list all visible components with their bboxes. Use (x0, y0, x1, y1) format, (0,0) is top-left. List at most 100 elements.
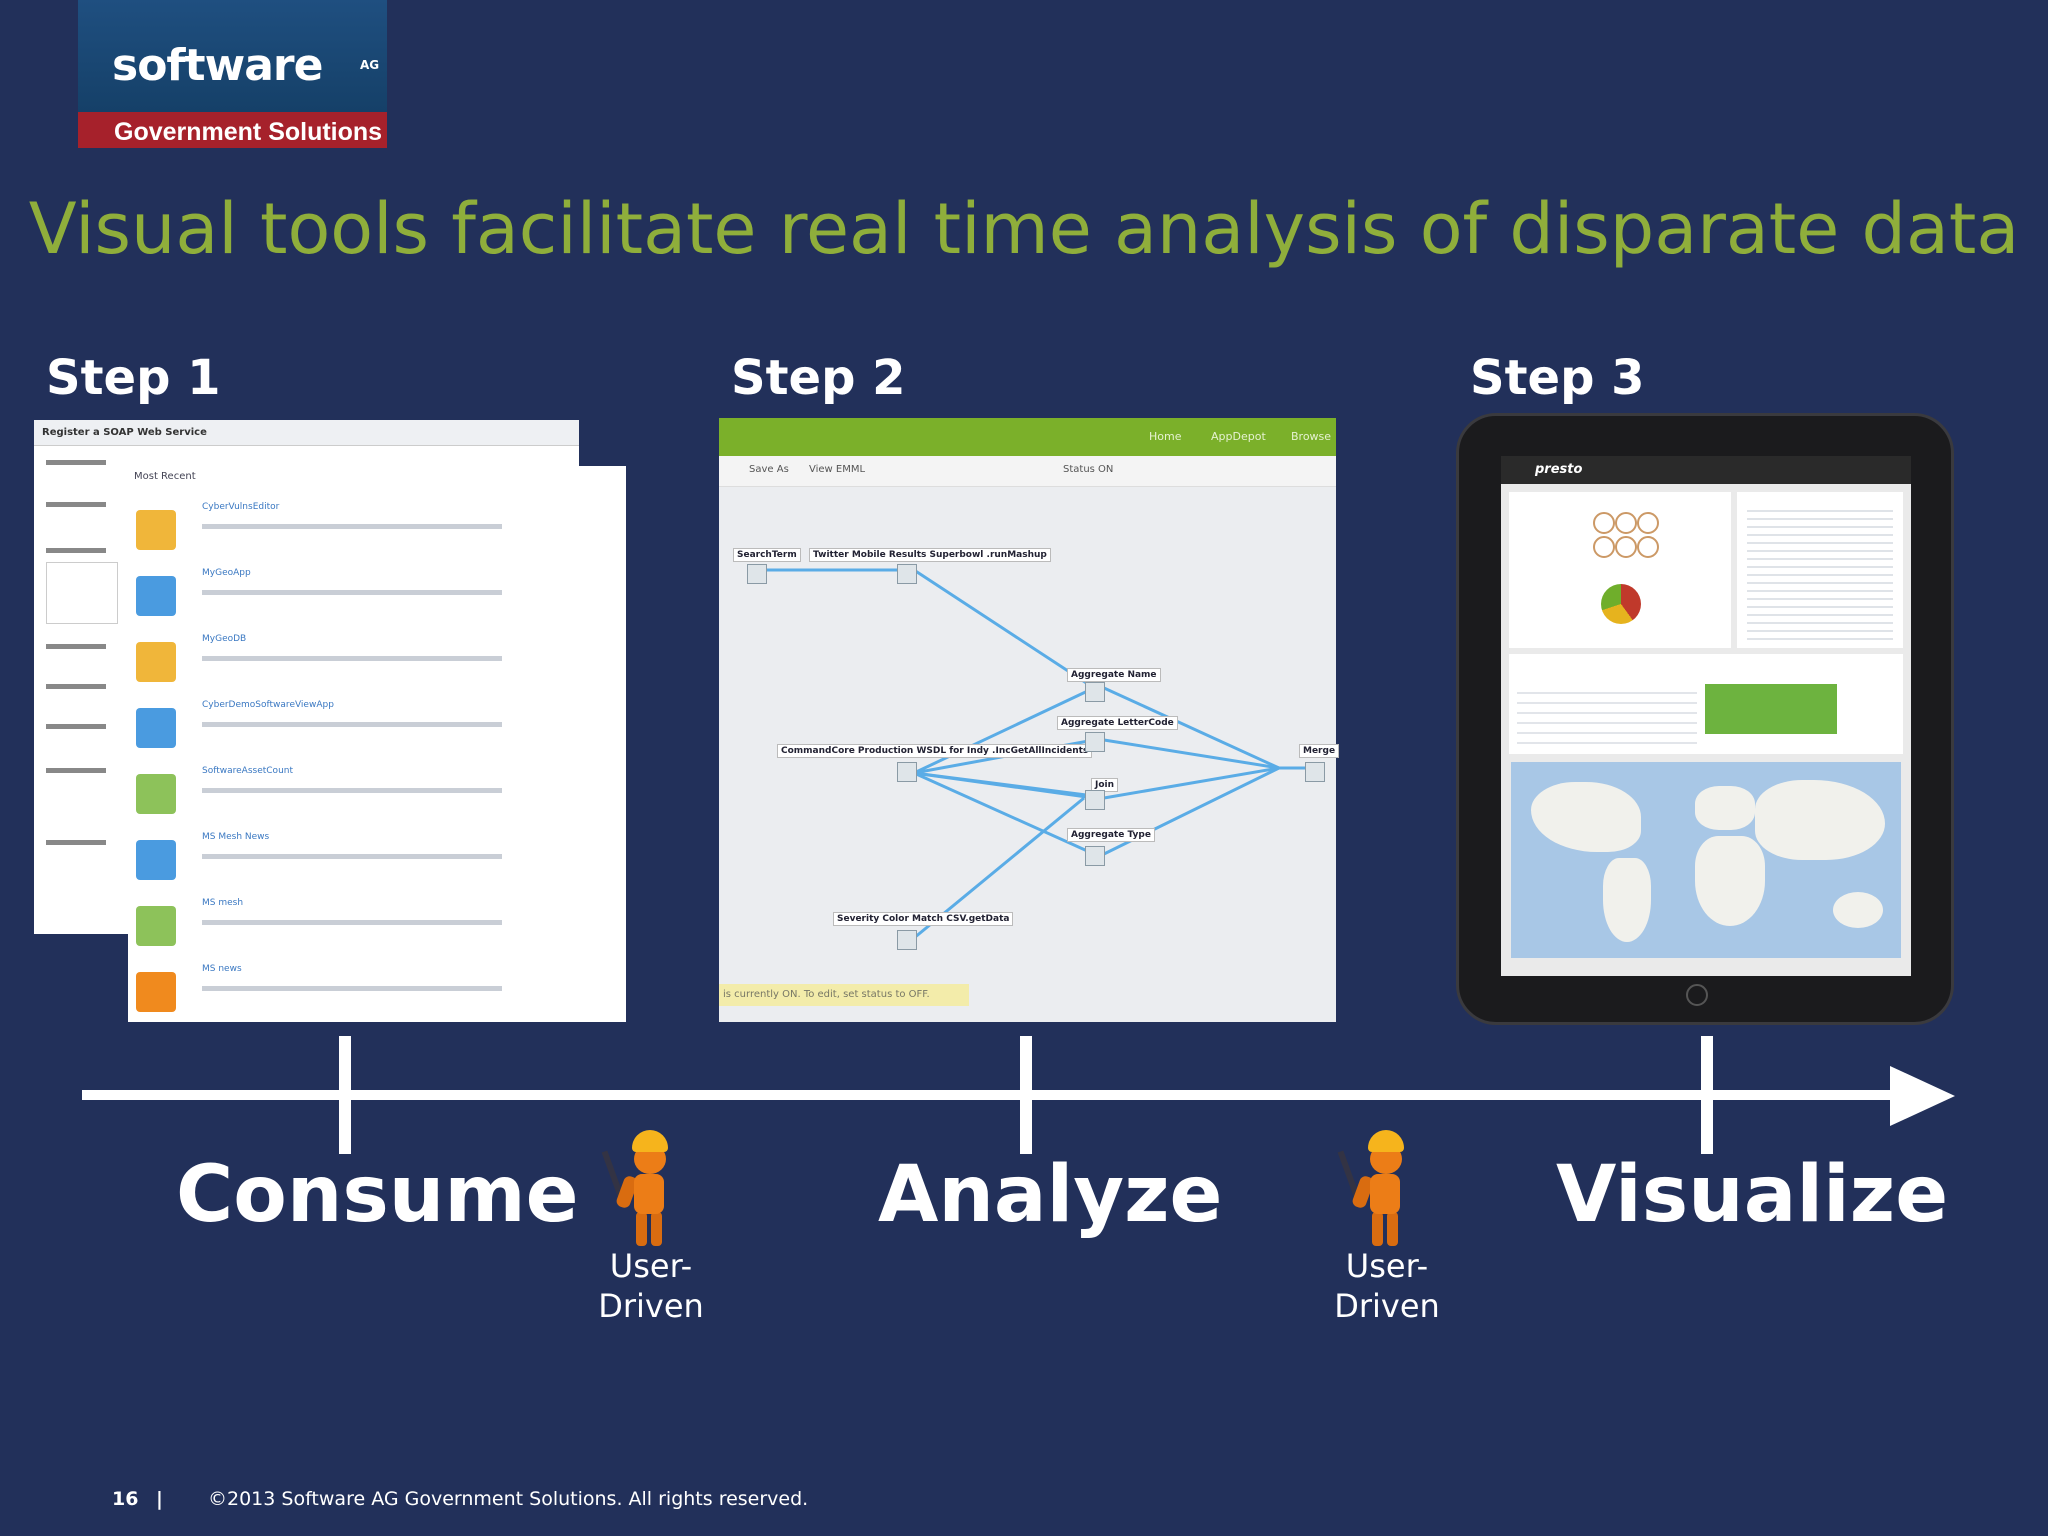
form-field-security (46, 768, 106, 773)
node-icon (1085, 790, 1105, 810)
form-field-tags (46, 724, 106, 729)
gauge-icon (1593, 512, 1615, 534)
list-item-name: CyberDemoSoftwareViewApp (202, 700, 334, 710)
world-map (1511, 762, 1901, 958)
description-textarea (46, 562, 118, 624)
presto-logo: presto (1535, 462, 1583, 477)
logo-top-band (78, 0, 387, 112)
timeline-tick-analyze (1020, 1036, 1032, 1154)
app-icon (136, 708, 176, 748)
timeline-tick-consume (339, 1036, 351, 1154)
node-aggregate-lettercode: Aggregate LetterCode (1057, 716, 1178, 730)
list-item: CyberDemoSoftwareViewApp (132, 700, 612, 748)
status-table-panel (1509, 654, 1903, 754)
node-icon (747, 564, 767, 584)
node-commandcore-wsdl: CommandCore Production WSDL for Indy .In… (777, 744, 1093, 758)
footer-separator: | (156, 1488, 163, 1510)
copyright-text: ©2013 Software AG Government Solutions. … (208, 1488, 809, 1510)
map-europe (1695, 786, 1755, 830)
mashup-icon (136, 774, 176, 814)
editor-toolbar: Save As View EMML Status ON (719, 456, 1336, 487)
green-status-cells (1705, 684, 1837, 734)
step-2-label: Step 2 (731, 350, 906, 406)
slide-title: Visual tools facilitate real time analys… (28, 188, 2020, 270)
step-2-mashup-editor-screenshot: Home AppDepot Browse Save As View EMML S… (719, 418, 1340, 1022)
node-icon (1085, 732, 1105, 752)
node-icon (897, 564, 917, 584)
node-severity-csv: Severity Color Match CSV.getData (833, 912, 1014, 926)
form-field-service (46, 502, 106, 507)
map-south-america (1603, 858, 1651, 942)
form-field-name (46, 460, 106, 465)
list-item-name: CyberVulnsEditor (202, 502, 280, 512)
artifact-sort-option: Most Recent (134, 471, 196, 482)
list-item-meta (202, 524, 502, 529)
list-item: MyGeoApp (132, 568, 612, 616)
gauges-panel (1509, 492, 1731, 648)
list-item: MS mesh (132, 898, 612, 946)
status-rows (1517, 684, 1697, 744)
node-join: Join (1091, 778, 1119, 792)
mashup-icon (136, 906, 176, 946)
worker-figure-icon (1337, 1120, 1422, 1250)
node-twitter-results: Twitter Mobile Results Superbowl .runMas… (809, 548, 1051, 562)
logo-subtitle: Government Solutions (114, 118, 383, 146)
list-item-name: MS mesh (202, 898, 244, 908)
database-icon (136, 642, 176, 682)
status-notice: is currently ON. To edit, set status to … (719, 984, 969, 1006)
list-item-name: MyGeoApp (202, 568, 251, 578)
gauge-icon (1637, 536, 1659, 558)
nav-appdepot: AppDepot (1211, 430, 1266, 443)
page-number: 16 (112, 1488, 139, 1510)
rss-feed-icon (136, 972, 176, 1012)
nav-home: Home (1149, 430, 1182, 443)
phase-visualize: Visualize (1556, 1150, 1949, 1240)
user-driven-label: User- Driven (598, 1247, 704, 1325)
list-item-meta (202, 920, 502, 925)
form-field-description (46, 548, 106, 553)
tablet-home-button (1686, 984, 1708, 1006)
node-icon (1085, 682, 1105, 702)
list-item-meta (202, 788, 502, 793)
timeline-arrowhead (1890, 1066, 1955, 1126)
company-logo: software AG Government Solutions (78, 0, 387, 148)
app-icon (136, 576, 176, 616)
list-item-name: MS news (202, 964, 242, 974)
list-item: MyGeoDB (132, 634, 612, 682)
app-icon (136, 840, 176, 880)
editor-header-bar: Home AppDepot Browse (719, 418, 1336, 456)
logo-wordmark: software (112, 40, 323, 91)
form-field-provider (46, 684, 106, 689)
worker-figure-icon (601, 1120, 686, 1250)
tablet-screen: presto (1501, 456, 1911, 976)
timeline-tick-visualize (1701, 1036, 1713, 1154)
toolbar-status: Status ON (1063, 464, 1114, 475)
nav-browse: Browse (1291, 430, 1332, 443)
gauge-icon (1615, 536, 1637, 558)
toolbar-view-emml: View EMML (809, 464, 866, 475)
list-item: MS Mesh News (132, 832, 612, 880)
map-africa (1695, 836, 1765, 926)
node-merge: Merge (1299, 744, 1340, 758)
step-3-label: Step 3 (1470, 350, 1645, 406)
dashboard-header: presto (1501, 456, 1911, 484)
list-item-meta (202, 590, 502, 595)
step-3-tablet-dashboard: presto (1456, 413, 1954, 1025)
gauge-icon (1637, 512, 1659, 534)
node-icon (897, 762, 917, 782)
data-table-panel (1737, 492, 1903, 648)
pie-chart-icon (1601, 584, 1641, 624)
database-icon (136, 510, 176, 550)
list-item: SoftwareAssetCount (132, 766, 612, 814)
node-icon (897, 930, 917, 950)
phase-consume: Consume (176, 1150, 579, 1240)
form-field-certificate (46, 840, 106, 845)
timeline-axis (82, 1090, 1902, 1100)
step-1-label: Step 1 (46, 350, 221, 406)
form-field-category (46, 644, 106, 649)
list-item: CyberVulnsEditor (132, 502, 612, 550)
phase-analyze: Analyze (878, 1150, 1223, 1240)
user-driven-label: User- Driven (1334, 1247, 1440, 1325)
toolbar-save-as: Save As (749, 464, 789, 475)
node-icon (1085, 846, 1105, 866)
